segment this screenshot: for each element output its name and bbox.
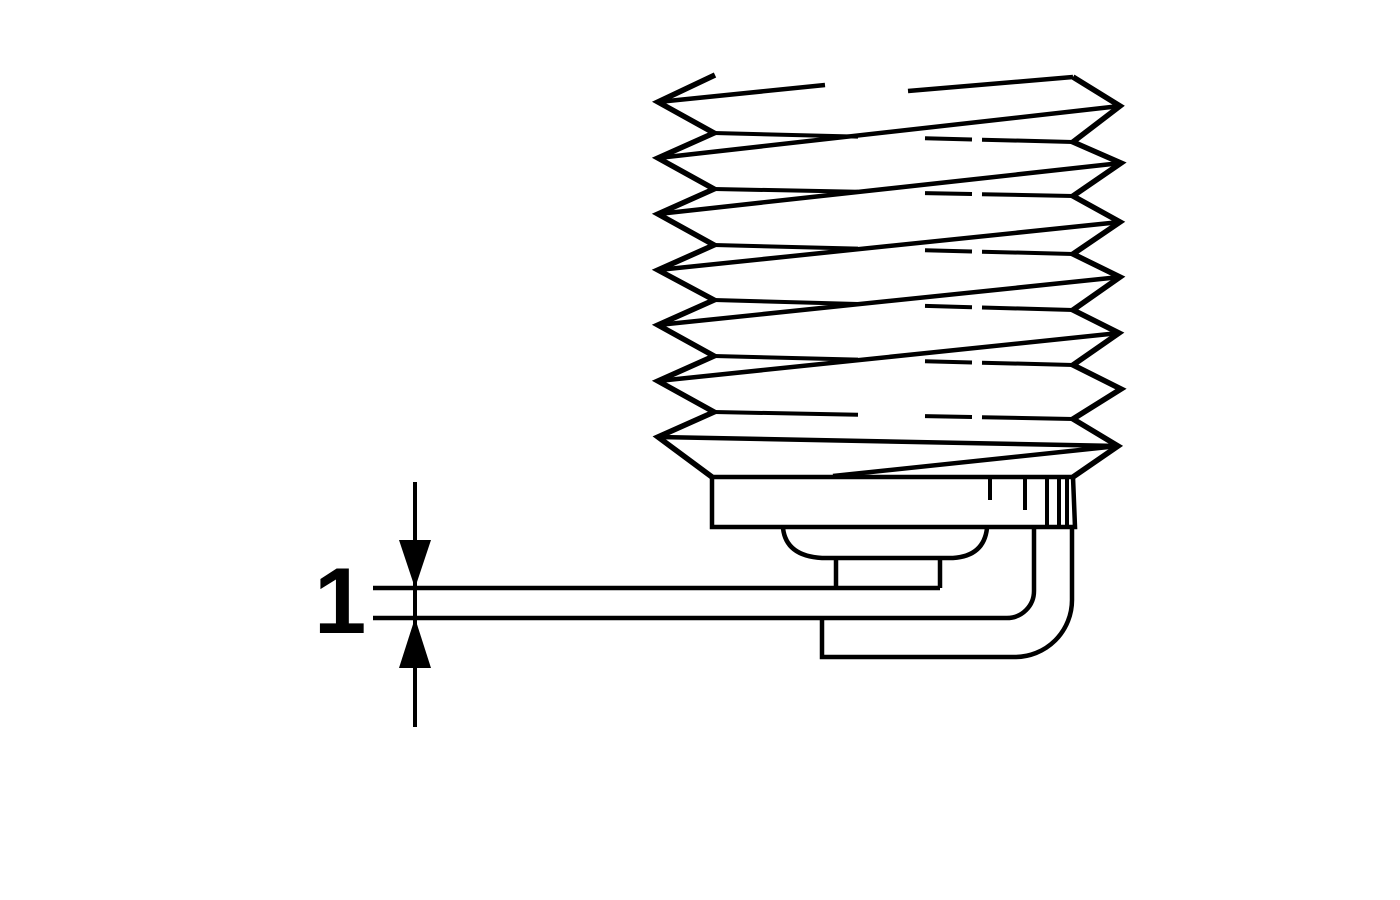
thread-left-edge bbox=[651, 72, 721, 480]
dimension-arrow-down-icon bbox=[399, 540, 431, 588]
thread-top-runout bbox=[657, 74, 1074, 105]
thread-section bbox=[651, 72, 1127, 480]
dimension-label: 1 bbox=[314, 548, 366, 653]
thread-root-lines bbox=[713, 131, 1074, 421]
ground-electrode bbox=[373, 528, 1075, 660]
ground-electrode-outer-edge bbox=[819, 528, 1075, 660]
shell-band bbox=[709, 474, 1078, 530]
center-electrode bbox=[833, 558, 943, 588]
shell-band-shading-lines bbox=[988, 477, 1069, 527]
dimension-callout: 1 bbox=[314, 482, 431, 727]
shell-band-outline bbox=[709, 474, 1078, 530]
ground-electrode-inner-edge bbox=[373, 528, 1037, 621]
insulator-nose bbox=[780, 527, 990, 561]
thread-bottom-runout bbox=[832, 443, 1119, 479]
dimension-arrow-up-icon bbox=[399, 618, 431, 668]
thread-crest-lines bbox=[657, 103, 1122, 449]
